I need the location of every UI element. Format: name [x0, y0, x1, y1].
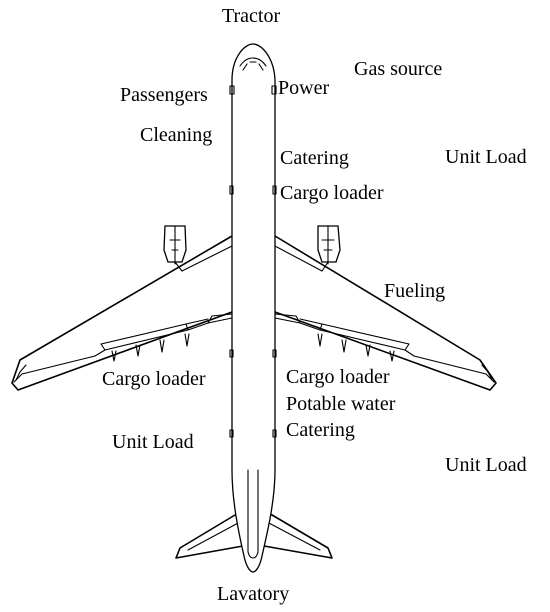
- label-fueling: Fueling: [384, 280, 446, 302]
- label-power: Power: [278, 77, 330, 99]
- left-engine: [163, 225, 187, 265]
- label-catering-front: Catering: [280, 147, 349, 169]
- right-stabilizer: [263, 511, 333, 559]
- label-tractor: Tractor: [222, 5, 281, 27]
- fuselage: [229, 43, 277, 573]
- label-catering-rear: Catering: [286, 419, 355, 441]
- label-potable-water: Potable water: [286, 393, 396, 415]
- left-stabilizer: [175, 511, 244, 559]
- right-wing: [274, 235, 497, 391]
- right-engine: [317, 225, 341, 265]
- label-cleaning: Cleaning: [140, 124, 213, 146]
- label-unit-load-left: Unit Load: [112, 431, 194, 453]
- label-gas-source: Gas source: [354, 58, 443, 80]
- left-wing: [11, 235, 233, 391]
- label-cargo-loader-left: Cargo loader: [102, 368, 206, 390]
- label-unit-load-right-top: Unit Load: [445, 146, 527, 168]
- label-unit-load-right-bottom: Unit Load: [445, 454, 527, 476]
- label-cargo-loader-front: Cargo loader: [280, 182, 384, 204]
- label-cargo-loader-right: Cargo loader: [286, 366, 390, 388]
- label-lavatory: Lavatory: [217, 583, 290, 605]
- label-passengers: Passengers: [120, 84, 208, 106]
